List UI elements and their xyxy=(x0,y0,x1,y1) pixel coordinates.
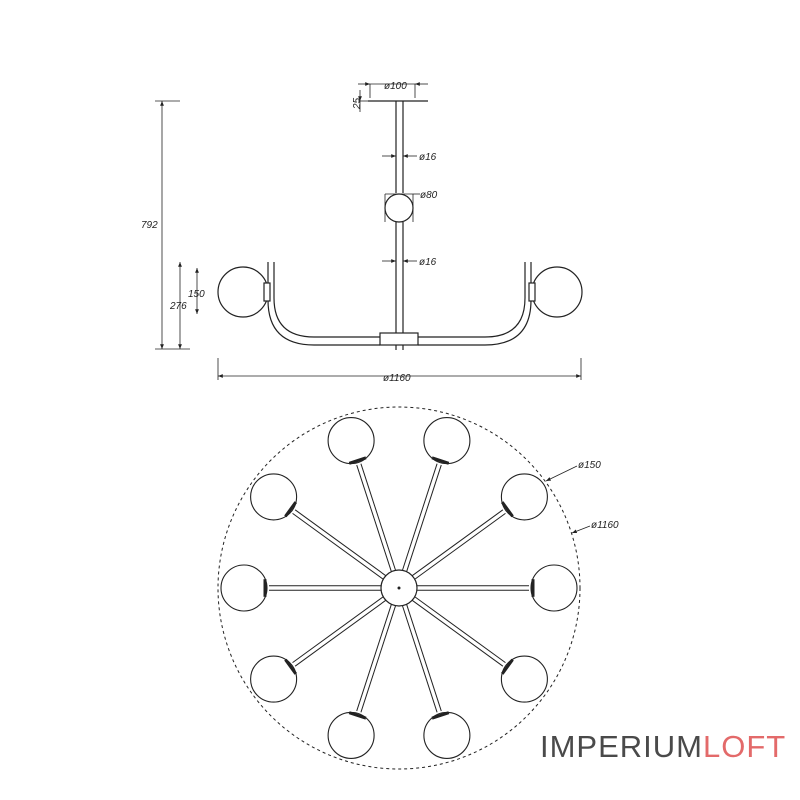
middle-sphere xyxy=(384,193,414,223)
top-arm-2 xyxy=(410,509,504,578)
top-arm-9 xyxy=(294,509,388,578)
brand-logo: IMPERIUMLOFT xyxy=(540,731,786,762)
dim-total-height: 792 xyxy=(141,220,158,231)
top-shade-5 xyxy=(423,711,471,759)
top-arm-7 xyxy=(292,595,386,664)
top-shade-4 xyxy=(500,655,548,703)
side-dimension-labels: ø100 25 ø16 ø80 ø16 792 276 150 ø1160 xyxy=(141,81,438,384)
side-dimensions xyxy=(155,82,582,380)
top-shade-10 xyxy=(327,417,375,465)
top-view-shades xyxy=(220,417,578,759)
dim-lower-rod-diameter: ø16 xyxy=(419,257,437,268)
top-shade-holder-6 xyxy=(348,711,367,720)
top-shade-holder-1 xyxy=(431,456,450,465)
top-arm-1 xyxy=(401,463,438,573)
right-arm xyxy=(418,262,532,346)
top-arm-10 xyxy=(356,464,393,574)
top-arm-6 xyxy=(356,602,393,712)
brand-logo-part1: IMPERIUM xyxy=(540,729,703,764)
dim-sphere-diameter: ø80 xyxy=(420,190,438,201)
top-arm-9 xyxy=(292,512,386,581)
top-shade-holder-2 xyxy=(501,501,514,518)
top-shade-7 xyxy=(250,655,298,703)
dim-top-total-diameter: ø1160 xyxy=(591,520,619,531)
top-arm-2 xyxy=(412,512,506,581)
top-shade-6 xyxy=(327,711,375,759)
top-shade-holder-10 xyxy=(348,456,367,465)
dim-total-width: ø1160 xyxy=(383,373,411,384)
top-arm-1 xyxy=(405,464,442,574)
top-shade-holder-5 xyxy=(431,711,450,720)
right-shade xyxy=(531,266,583,318)
top-arm-10 xyxy=(360,463,397,573)
dim-upper-rod-diameter: ø16 xyxy=(419,152,437,163)
left-shade xyxy=(217,266,269,318)
top-arm-6 xyxy=(360,603,397,713)
top-arm-5 xyxy=(405,602,442,712)
dim-canopy-height: 25 xyxy=(352,97,363,110)
top-shade-holder-4 xyxy=(501,658,514,675)
top-shade-3 xyxy=(530,564,578,612)
top-arm-7 xyxy=(294,598,388,667)
top-arm-4 xyxy=(410,598,504,667)
top-arm-5 xyxy=(401,603,438,713)
dim-top-shade-diameter: ø150 xyxy=(578,460,601,471)
top-arm-4 xyxy=(412,595,506,664)
top-shade-holder-9 xyxy=(284,501,297,518)
dim-arm-height: 276 xyxy=(169,301,187,312)
top-shade-9 xyxy=(250,473,298,521)
top-view: ø150 ø1160 xyxy=(217,406,619,770)
top-shade-1 xyxy=(423,417,471,465)
top-view-arms xyxy=(269,463,529,713)
left-arm xyxy=(267,262,380,346)
dim-canopy-diameter: ø100 xyxy=(384,81,407,92)
top-shade-8 xyxy=(220,564,268,612)
center-hub xyxy=(379,332,419,346)
top-shade-holder-7 xyxy=(284,658,297,675)
brand-logo-part2: LOFT xyxy=(703,729,787,764)
dim-shade-height: 150 xyxy=(188,289,205,300)
top-shade-2 xyxy=(500,473,548,521)
side-view xyxy=(217,100,583,350)
outer-dashed-circle xyxy=(217,406,581,770)
